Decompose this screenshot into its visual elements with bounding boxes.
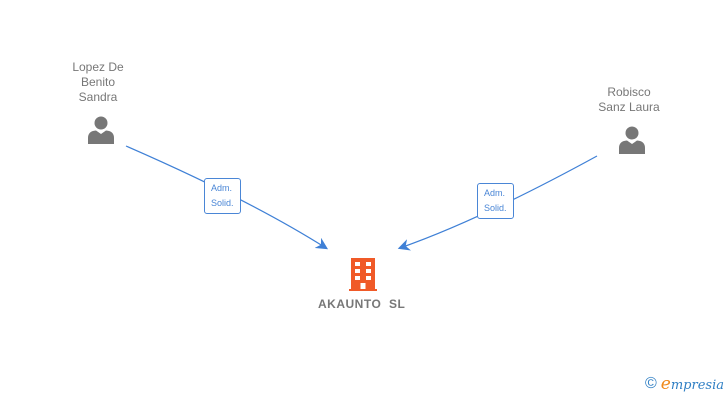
brand-logo[interactable]: empresia [661, 374, 724, 394]
person-name-line: Sandra [78, 90, 118, 104]
edge-label-line: Solid. [484, 203, 507, 213]
footer-brand: © empresia [645, 374, 724, 394]
person-name-line: Lopez De [72, 60, 124, 74]
edge-label-line: Solid. [211, 198, 234, 208]
person-icon[interactable] [617, 124, 647, 154]
building-icon[interactable] [347, 256, 379, 292]
brand-text: mpresia [670, 378, 724, 393]
person-name-2[interactable]: Robisco Sanz Laura [587, 85, 671, 115]
person-name-1[interactable]: Lopez De Benito Sandra [58, 60, 138, 105]
company-name[interactable]: AKAUNTO SL [318, 297, 406, 311]
copyright-icon: © [645, 375, 657, 392]
person-name-line: Sanz Laura [598, 100, 660, 114]
person-icon[interactable] [86, 114, 116, 144]
person-name-line: Robisco [607, 85, 651, 99]
edge-label-1[interactable]: Adm. Solid. [204, 178, 241, 214]
edge-label-line: Adm. [211, 183, 233, 193]
person-name-line: Benito [80, 75, 116, 89]
edge-label-line: Adm. [484, 188, 506, 198]
edge-label-2[interactable]: Adm. Solid. [477, 183, 514, 219]
brand-initial: e [660, 374, 671, 394]
